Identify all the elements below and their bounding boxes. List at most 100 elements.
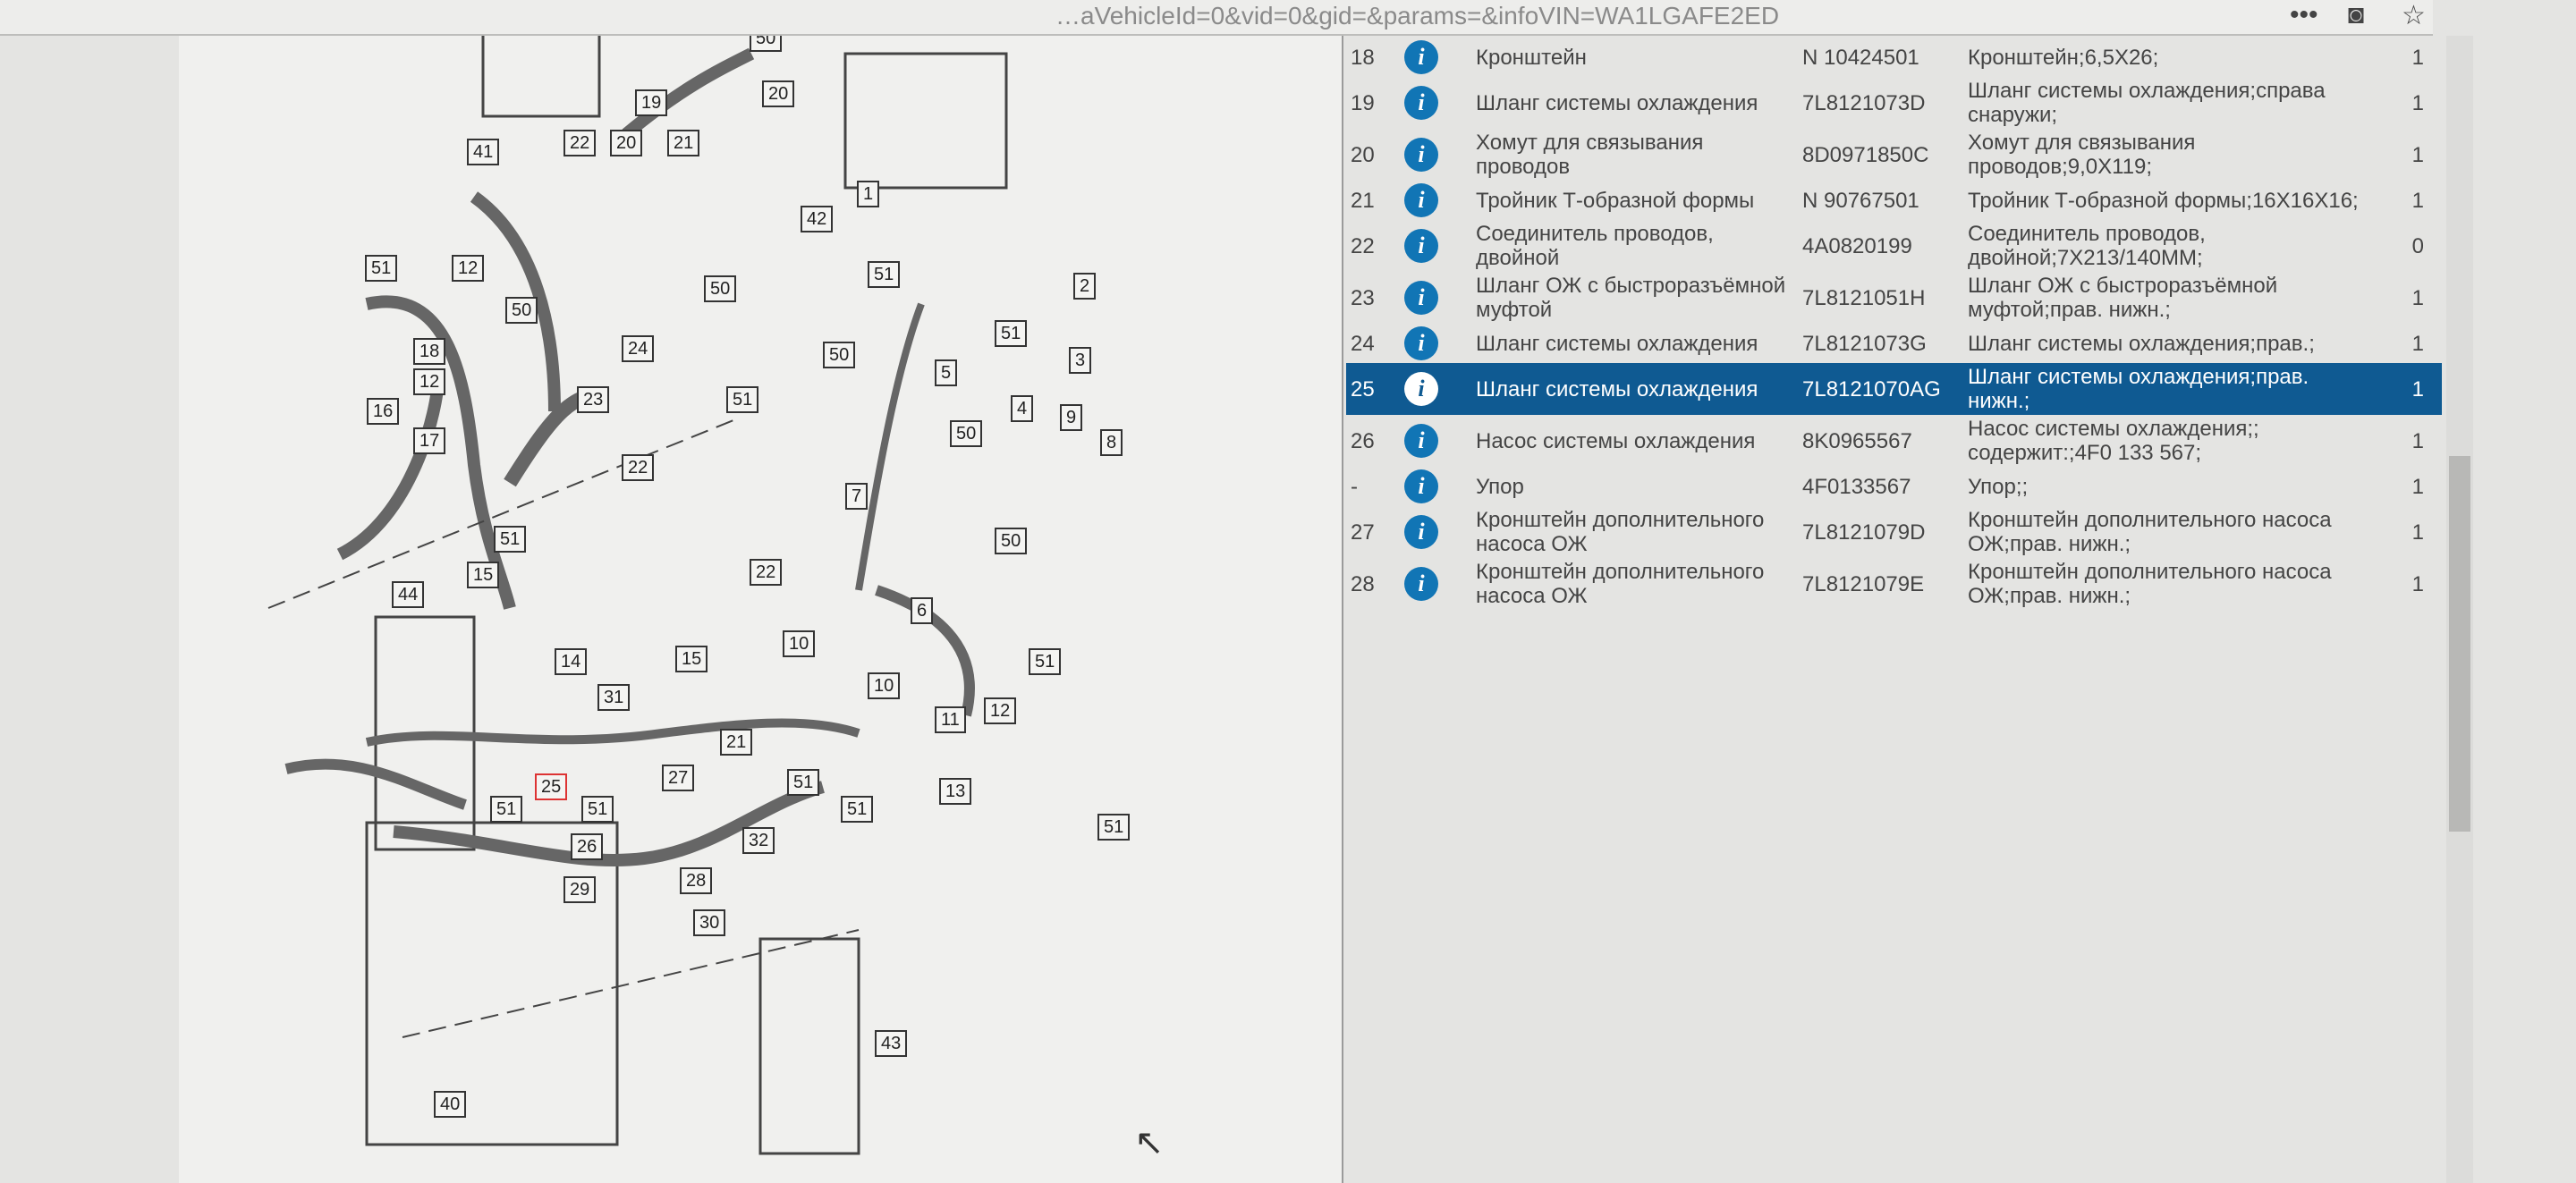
callout[interactable]: 1 [857,181,880,207]
ellipsis-icon[interactable]: ••• [2290,0,2318,30]
callout[interactable]: 22 [622,454,655,481]
callout[interactable]: 51 [490,796,523,823]
callout[interactable]: 50 [995,528,1028,554]
callout[interactable]: 42 [801,206,834,232]
url-text[interactable]: …aVehicleId=0&vid=0&gid=&params=&infoVIN… [1055,2,1780,30]
info-icon[interactable]: i [1404,183,1438,217]
callout[interactable]: 51 [868,261,901,288]
callout[interactable]: 51 [787,769,820,796]
callout[interactable]: 50 [704,275,737,302]
callout[interactable]: 14 [555,648,588,675]
callout[interactable]: 51 [365,255,398,282]
callout[interactable]: 51 [494,526,527,553]
callout[interactable]: 51 [581,796,614,823]
table-row[interactable]: 27 i Кронштейн дополнительного насоса ОЖ… [1346,506,2442,558]
callout[interactable]: 6 [911,597,934,624]
part-name: Кронштейн дополнительного насоса ОЖ [1476,560,1765,608]
table-row[interactable]: - i Упор 4F0133567 Упор;; 1 [1346,467,2442,506]
callout[interactable]: 20 [610,130,643,156]
callout[interactable]: 28 [680,867,713,894]
callout[interactable]: 18 [413,338,446,365]
callout[interactable]: 44 [392,581,425,608]
callout[interactable]: 12 [452,255,485,282]
callout[interactable]: 8 [1100,429,1123,456]
info-icon[interactable]: i [1404,86,1438,120]
info-icon[interactable]: i [1404,469,1438,503]
part-desc: Кронштейн дополнительного насоса ОЖ;прав… [1968,560,2332,608]
callout[interactable]: 3 [1069,347,1092,374]
callout[interactable]: 13 [939,778,972,805]
callout[interactable]: 20 [762,80,795,107]
callout[interactable]: 10 [783,630,816,657]
callout[interactable]: 7 [845,483,869,510]
callout[interactable]: 51 [841,796,874,823]
callout[interactable]: 51 [1029,648,1062,675]
callout[interactable]: 12 [413,368,446,395]
part-qty: 1 [2411,428,2424,453]
callout[interactable]: 51 [1097,814,1131,841]
callout[interactable]: 50 [823,342,856,368]
callout[interactable]: 29 [564,876,597,903]
info-icon[interactable]: i [1404,372,1438,406]
part-qty: 1 [2411,188,2424,213]
callout[interactable]: 11 [935,706,966,733]
callout[interactable]: 51 [726,386,759,413]
table-row[interactable]: 22 i Соединитель проводов, двойной 4A082… [1346,220,2442,272]
info-icon[interactable]: i [1404,567,1438,601]
callout[interactable]: 19 [635,89,668,116]
callout-selected[interactable]: 25 [535,773,568,800]
callout[interactable]: 16 [367,398,400,425]
info-icon[interactable]: i [1404,138,1438,172]
info-icon[interactable]: i [1404,229,1438,263]
callout[interactable]: 4 [1011,395,1034,422]
callout[interactable]: 31 [597,684,631,711]
callout[interactable]: 15 [675,646,708,672]
info-icon[interactable]: i [1404,326,1438,360]
callout[interactable]: 50 [505,297,538,324]
callout[interactable]: 30 [693,909,726,936]
callout[interactable]: 17 [413,427,446,454]
table-row[interactable]: 19 i Шланг системы охлаждения 7L8121073D… [1346,77,2442,129]
table-row[interactable]: 26 i Насос системы охлаждения 8K0965567 … [1346,415,2442,467]
callout[interactable]: 26 [571,833,604,860]
address-bar[interactable]: …aVehicleId=0&vid=0&gid=&params=&infoVIN… [0,0,2433,36]
callout[interactable]: 22 [564,130,597,156]
table-row[interactable]: 24 i Шланг системы охлаждения 7L8121073G… [1346,324,2442,363]
pocket-icon[interactable]: ◙ [2348,0,2365,30]
scrollbar-thumb[interactable] [2449,456,2470,832]
callout[interactable]: 32 [742,827,775,854]
callout[interactable]: 5 [935,359,958,386]
callout[interactable]: 15 [467,562,500,588]
part-desc: Шланг системы охлаждения;прав. нижн.; [1968,365,2309,413]
info-icon[interactable]: i [1404,515,1438,549]
info-icon[interactable]: i [1404,40,1438,74]
callout[interactable]: 2 [1073,273,1097,300]
callout[interactable]: 23 [577,386,610,413]
callout[interactable]: 40 [434,1091,467,1118]
info-icon[interactable]: i [1404,424,1438,458]
table-row[interactable]: 18 i Кронштейн N 10424501 Кронштейн;6,5X… [1346,38,2442,77]
callout[interactable]: 24 [622,335,655,362]
table-row[interactable]: 20 i Хомут для связывания проводов 8D097… [1346,129,2442,181]
row-number: 18 [1351,45,1375,70]
callout[interactable]: 21 [720,729,753,756]
callout[interactable]: 50 [950,420,983,447]
callout[interactable]: 43 [875,1030,908,1057]
callout[interactable]: 21 [667,130,700,156]
table-row[interactable]: 23 i Шланг ОЖ с быстроразъёмной муфтой 7… [1346,272,2442,324]
callout[interactable]: 12 [984,697,1017,724]
callout[interactable]: 9 [1060,404,1083,431]
info-icon[interactable]: i [1404,281,1438,315]
callout[interactable]: 22 [750,559,783,586]
star-icon[interactable]: ☆ [2402,1,2426,30]
callout[interactable]: 51 [995,320,1028,347]
table-row[interactable]: 21 i Тройник Т-образной формы N 90767501… [1346,181,2442,220]
part-qty: 1 [2411,520,2424,545]
table-row-selected[interactable]: 25 i Шланг системы охлаждения 7L8121070A… [1346,363,2442,415]
table-row[interactable]: 28 i Кронштейн дополнительного насоса ОЖ… [1346,558,2442,610]
callout[interactable]: 41 [467,139,500,165]
callout[interactable]: 10 [868,672,901,699]
callout[interactable]: 27 [662,765,695,791]
panel-divider [1342,36,1343,1183]
part-qty: 1 [2411,571,2424,596]
